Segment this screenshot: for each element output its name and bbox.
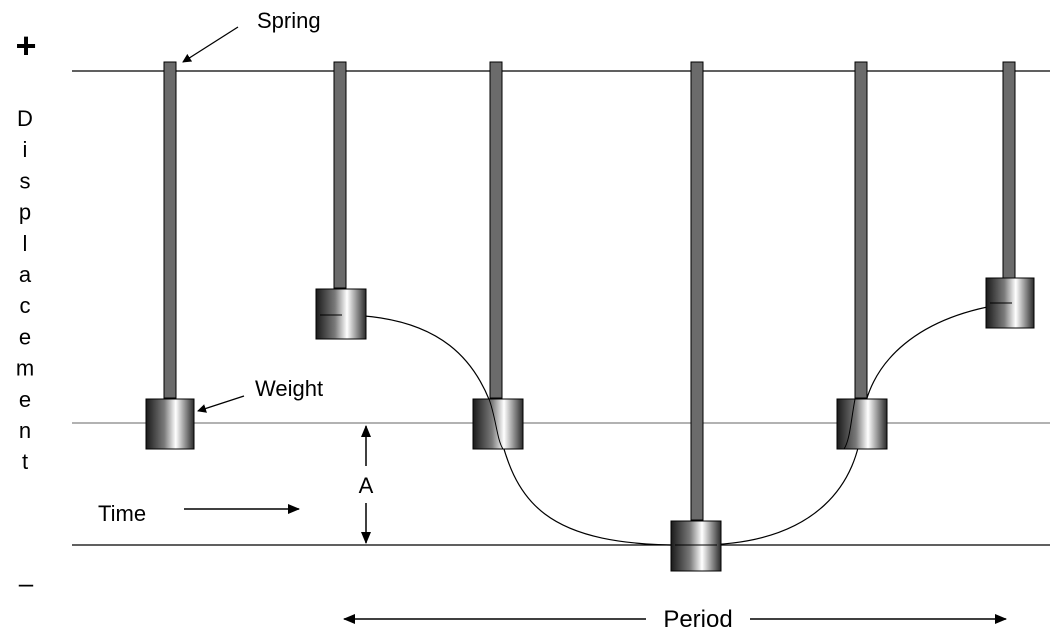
weight-curve-marks bbox=[320, 302, 1012, 546]
minus-sign: – bbox=[19, 568, 34, 598]
spring-2 bbox=[333, 61, 347, 289]
weight-1 bbox=[145, 398, 195, 450]
weight-label: Weight bbox=[255, 376, 323, 401]
amplitude-label: A bbox=[359, 473, 374, 498]
spring-5 bbox=[854, 61, 868, 399]
spring-pointer-arrow bbox=[182, 26, 239, 63]
period-label: Period bbox=[663, 606, 732, 633]
y-axis-letter: m bbox=[16, 356, 34, 381]
y-axis-letter: t bbox=[22, 449, 28, 474]
y-axis-letter: e bbox=[19, 387, 31, 412]
spring-6 bbox=[1002, 61, 1016, 279]
y-axis-letter: D bbox=[17, 106, 33, 131]
weight-5 bbox=[836, 398, 888, 450]
weights bbox=[145, 277, 1035, 572]
spring-3 bbox=[489, 61, 503, 399]
y-axis-letter: l bbox=[23, 231, 28, 256]
trajectory-curve bbox=[339, 302, 1012, 546]
y-axis-letter: p bbox=[19, 200, 31, 225]
y-axis-letter: e bbox=[19, 324, 31, 349]
springs bbox=[163, 61, 1016, 521]
spring-label: Spring bbox=[257, 8, 321, 33]
weight-2 bbox=[315, 288, 367, 340]
y-axis-letter: a bbox=[19, 262, 32, 287]
weight-3 bbox=[472, 398, 524, 450]
y-axis-letter: i bbox=[23, 137, 28, 162]
y-axis-letter: s bbox=[20, 168, 31, 193]
spring-4 bbox=[690, 61, 704, 521]
plus-sign: + bbox=[15, 25, 36, 66]
y-axis-letter: n bbox=[19, 418, 31, 443]
spring-1 bbox=[163, 61, 177, 399]
y-axis-letter: c bbox=[20, 293, 31, 318]
time-label: Time bbox=[98, 501, 146, 526]
weight-pointer-arrow bbox=[197, 395, 245, 413]
weight-4 bbox=[670, 520, 722, 572]
